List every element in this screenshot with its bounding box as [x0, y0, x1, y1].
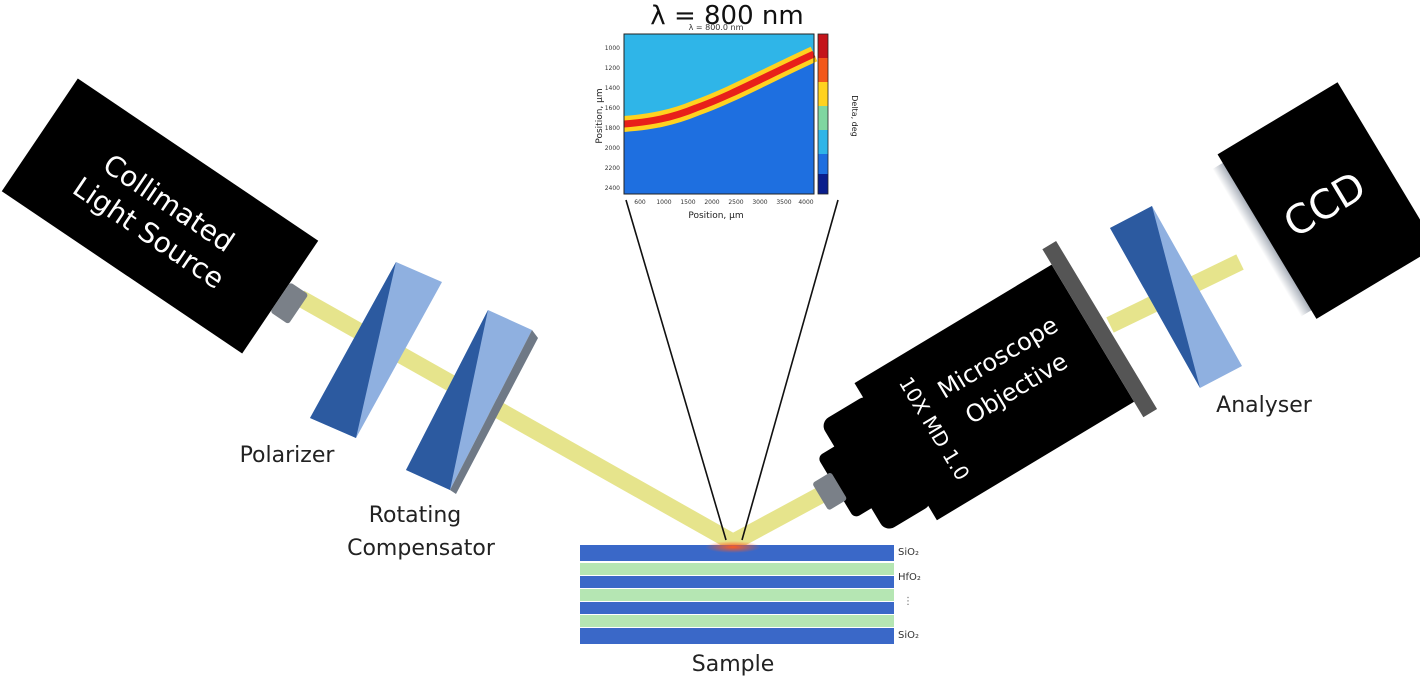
inset-colorbar-label: Delta, deg	[850, 95, 859, 137]
svg-text:1800: 1800	[605, 125, 620, 132]
layer-sio2	[580, 576, 894, 588]
svg-text:1000: 1000	[605, 45, 620, 52]
svg-text:2000: 2000	[704, 199, 719, 206]
inset-y-label: Position, μm	[595, 88, 605, 143]
layer-label-bottom: SiO₂	[898, 630, 919, 641]
svg-text:2200: 2200	[605, 165, 620, 172]
layer-sio2-top	[580, 545, 894, 561]
polarizer: Polarizer	[240, 262, 442, 468]
svg-text:1500: 1500	[680, 199, 695, 206]
svg-text:4000: 4000	[798, 199, 813, 206]
sample-label: Sample	[692, 652, 775, 677]
rotating-compensator: Rotating Compensator	[347, 310, 538, 561]
layer-hfo2	[580, 615, 894, 627]
layer-hfo2	[580, 589, 894, 601]
compensator-label-line2: Compensator	[347, 536, 496, 561]
sample-stack: SiO₂ HfO₂ ⋮ SiO₂ Sample	[580, 541, 921, 677]
svg-text:2000: 2000	[605, 145, 620, 152]
inset-subtitle: λ = 800.0 nm	[689, 23, 744, 32]
analyser: Analyser	[1110, 206, 1313, 418]
light-source: Collimated Light Source	[1, 78, 319, 354]
layer-sio2-bottom	[580, 628, 894, 644]
layer-label-top: SiO₂	[898, 547, 919, 558]
svg-text:1400: 1400	[605, 85, 620, 92]
layer-sio2	[580, 602, 894, 614]
analyser-label: Analyser	[1216, 393, 1313, 418]
svg-text:1000: 1000	[656, 199, 671, 206]
svg-text:1600: 1600	[605, 105, 620, 112]
inset-x-ticks: 600 1000 1500 2000 2500 3000 3500 4000	[634, 199, 814, 206]
inset-map: λ = 800 nm λ = 800.0 nm 600 1000 1500 2000…	[595, 1, 859, 221]
inset-zoom-lines	[625, 199, 839, 541]
inset-x-label: Position, μm	[688, 211, 743, 221]
inset-title: λ = 800 nm	[650, 1, 803, 31]
layer-label-ellipsis: ⋮	[903, 596, 913, 607]
svg-text:3000: 3000	[752, 199, 767, 206]
ccd-camera: CCD	[1212, 82, 1420, 319]
layer-hfo2	[580, 563, 894, 575]
svg-text:1200: 1200	[605, 65, 620, 72]
microscope-objective: Microscope Objective 10X MD 1.0	[813, 240, 1158, 529]
inset-y-ticks: 1000 1200 1400 1600 1800 2000 2200 2400	[605, 45, 620, 192]
compensator-label-line1: Rotating	[369, 503, 462, 528]
layer-label-second: HfO₂	[898, 572, 921, 583]
beam-spot	[705, 541, 761, 553]
svg-text:2400: 2400	[605, 185, 620, 192]
inset-map-band-core	[623, 50, 816, 128]
svg-text:3500: 3500	[776, 199, 791, 206]
svg-text:2500: 2500	[728, 199, 743, 206]
polarizer-label: Polarizer	[240, 443, 336, 468]
svg-text:600: 600	[634, 199, 646, 206]
inset-colorbar	[817, 33, 829, 195]
inset-map-upper-region	[624, 34, 814, 124]
